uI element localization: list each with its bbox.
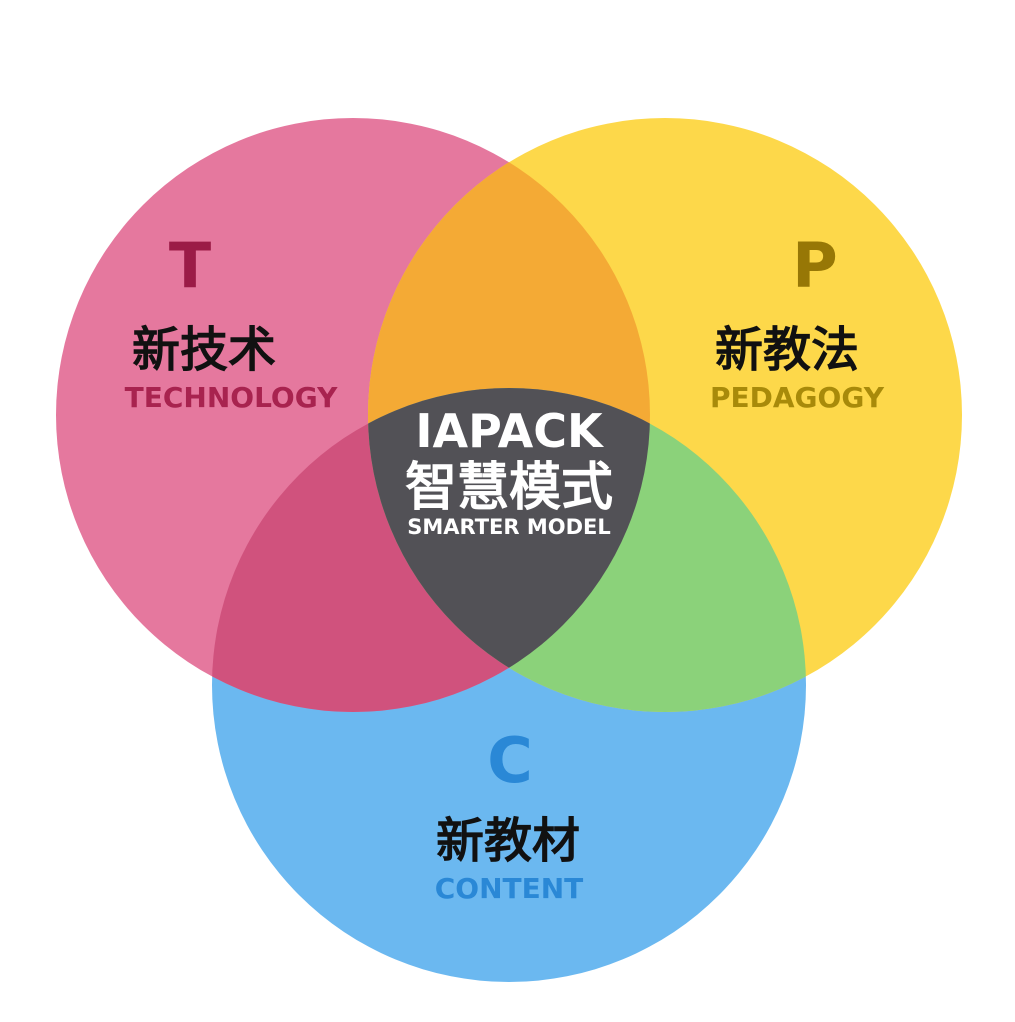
technology-letter: T (169, 229, 211, 302)
pedagogy-letter: P (792, 229, 837, 302)
content-letter: C (487, 724, 533, 797)
center-subtitle: SMARTER MODEL (407, 515, 611, 539)
pedagogy-title-en: PEDAGOGY (710, 381, 885, 414)
technology-title-cn: 新技术 (132, 322, 276, 378)
center-title-cn: 智慧模式 (405, 458, 613, 518)
center-title: IAPACK (415, 404, 605, 458)
pedagogy-title-cn: 新教法 (715, 322, 859, 378)
technology-title-en: TECHNOLOGY (125, 381, 338, 414)
content-title-cn: 新教材 (436, 813, 580, 869)
content-title-en: CONTENT (435, 872, 584, 905)
